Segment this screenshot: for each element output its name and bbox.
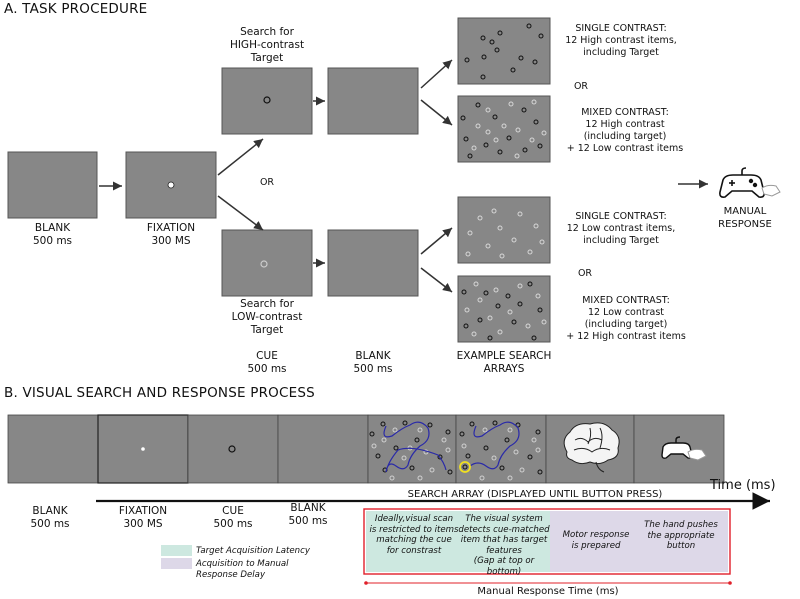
array-single-high xyxy=(457,17,551,85)
fixation-dot xyxy=(167,181,175,189)
legend-teal-label: Target Acquisition Latency xyxy=(196,546,310,556)
arrow-fix-high xyxy=(217,138,264,176)
manual-rt-label: Manual Response Time (ms) xyxy=(477,586,619,597)
scan-path-2 xyxy=(469,421,520,470)
time-axis-label: Time (ms) xyxy=(710,478,776,493)
gamepad-icon xyxy=(719,167,765,198)
array-single-low-items xyxy=(465,208,545,259)
process-red-frame xyxy=(363,508,731,575)
timeline-cue-ring xyxy=(228,445,236,453)
search-array-caption: SEARCH ARRAY (DISPLAYED UNTIL BUTTON PRE… xyxy=(407,489,663,500)
array-mixed-low-items xyxy=(461,281,547,341)
array-mixed-high xyxy=(457,95,551,163)
rt-bracket-start xyxy=(364,581,368,585)
hand-icon xyxy=(761,184,781,197)
arrow-low-mixed xyxy=(420,267,453,293)
array-mixed-high-items xyxy=(460,99,547,159)
legend-teal-swatch xyxy=(161,545,192,556)
mixed-high-desc: MIXED CONTRAST:12 High contrast(includin… xyxy=(566,107,684,154)
timeline-hand-icon xyxy=(687,448,707,461)
single-low-desc: SINGLE CONTRAST:12 Low contrast items,in… xyxy=(566,211,676,246)
target-item xyxy=(462,464,468,470)
or-label: OR xyxy=(259,177,275,188)
arrow-high-single xyxy=(420,59,453,89)
target-highlight-ring xyxy=(459,461,471,473)
mixed-low-desc: MIXED CONTRAST:12 Low contrast(including… xyxy=(566,295,686,342)
scan-path-1 xyxy=(383,421,447,473)
array-single-high-items xyxy=(464,23,544,80)
low-cue-ring xyxy=(260,260,268,268)
single-high-desc: SINGLE CONTRAST:12 High contrast items,i… xyxy=(565,23,677,58)
process-teal-box xyxy=(366,511,550,572)
arrow-high-mixed xyxy=(420,99,453,126)
process-purple-box xyxy=(550,511,728,572)
rt-bracket-end xyxy=(728,581,732,585)
or-small-1: OR xyxy=(573,81,589,92)
timeline-fixation-dot xyxy=(141,447,145,451)
high-blank-screen xyxy=(327,67,419,135)
arrow-low-single xyxy=(420,227,453,255)
array-mixed-low xyxy=(457,275,551,343)
high-cue-ring xyxy=(263,96,271,104)
high-cue-screen xyxy=(221,67,313,135)
blank-screen xyxy=(7,151,98,219)
brain-icon xyxy=(563,422,620,473)
low-blank-screen xyxy=(327,229,419,297)
section-a-title: A. TASK PROCEDURE xyxy=(4,1,148,17)
search-panel-1-items xyxy=(369,420,453,481)
array-single-low xyxy=(457,196,551,264)
search-panel-2-items xyxy=(459,420,543,481)
section-b-title: B. VISUAL SEARCH AND RESPONSE PROCESS xyxy=(4,385,315,401)
legend-purple-swatch xyxy=(161,558,192,569)
or-small-2: OR xyxy=(577,268,593,279)
arrow-fix-low xyxy=(217,195,264,231)
